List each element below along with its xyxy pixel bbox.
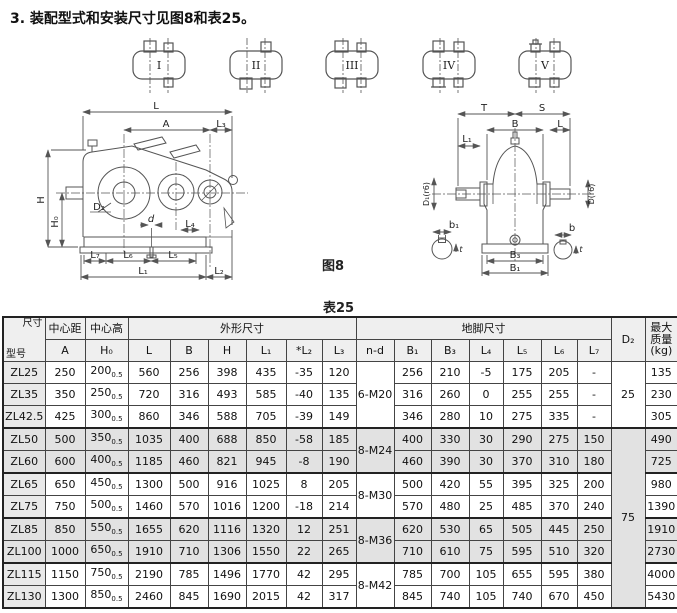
nd-group-cell: 8-M42	[355, 562, 395, 609]
assembly-type-2: II	[228, 38, 283, 93]
header-L5: L₅	[502, 339, 542, 362]
table-row: ZL115 1150 7500.5 2190 785 1496 1770 42 …	[2, 562, 677, 609]
header-D2: D₂	[610, 316, 646, 362]
header-B1: B₁	[393, 339, 432, 362]
dim-label-L5: L₅	[168, 250, 178, 261]
dimension-table: 尺寸 型号 中心距 中心高 外形尺寸 地脚尺寸 D₂ 最大 质量 (kg) A …	[2, 316, 677, 609]
header-nd: n-d	[355, 339, 395, 362]
corner-label-model: 型号	[6, 348, 26, 360]
table-row: ZL25 250 2000.5 560 256 398 435 -35 120 …	[2, 361, 677, 429]
dim-label-L3: L₃	[216, 119, 226, 130]
end-view-dimension-lines	[431, 111, 591, 276]
dim-label-H0: H₀	[50, 216, 61, 228]
table-row: ZL75 750 5000.5 1460 570 1016 1200 -18 2…	[2, 495, 677, 519]
header-L: L	[127, 339, 171, 362]
dim-label-D2: D₂	[93, 202, 105, 213]
dim-label-b1: b₁	[449, 220, 459, 231]
assembly-type-5-label: V	[540, 59, 550, 72]
dim-label-d: d	[148, 214, 155, 225]
assembly-type-2-label: II	[251, 59, 260, 72]
table-row: ZL85 850 5500.5 1655 620 1116 1320 12 25…	[2, 517, 677, 564]
gearbox-end-view-figure: T S B L L₁ D₁(r6) D(r6) b₁ t b t B₃ B₁	[420, 100, 660, 299]
dim-label-t-right: t	[579, 245, 583, 254]
table-caption: 表25	[322, 301, 355, 316]
assembly-type-3-label: III	[345, 59, 358, 72]
dim-label-B: B	[512, 119, 519, 130]
table-header-row-1: 尺寸 型号 中心距 中心高 外形尺寸 地脚尺寸 D₂ 最大 质量 (kg)	[2, 316, 677, 362]
dim-label-L1-end: L₁	[462, 134, 472, 145]
header-center-distance: 中心距	[44, 316, 86, 340]
header-L3: L₃	[321, 339, 357, 362]
assembly-type-1: I	[132, 38, 186, 93]
nd-group-cell: 8-M24	[355, 427, 395, 474]
header-center-height: 中心高	[84, 316, 129, 340]
assembly-type-1-label: I	[157, 59, 161, 72]
table-row: ZL65 650 4500.5 1300 500 916 1025 8 205 …	[2, 472, 677, 519]
assembly-type-diagrams: I II III	[128, 34, 576, 98]
side-view-housing	[56, 134, 248, 268]
dim-label-L6: L₆	[123, 250, 133, 261]
dim-label-L4: L₄	[185, 219, 195, 230]
assembly-type-3: III	[325, 38, 379, 93]
dim-label-B1: B₁	[510, 263, 521, 274]
dim-label-t-left: t	[459, 245, 463, 254]
dim-label-D1r6: D₁(r6)	[422, 182, 431, 206]
header-foot-dims: 地脚尺寸	[355, 316, 612, 340]
header-B: B	[169, 339, 209, 362]
header-outline-dims: 外形尺寸	[127, 316, 357, 340]
header-L6: L₆	[540, 339, 578, 362]
dim-label-H: H	[36, 196, 47, 204]
header-L1: L₁	[245, 339, 287, 362]
dim-label-L2: L₂	[214, 266, 224, 277]
assembly-type-5: V	[518, 38, 572, 93]
dim-label-L1: L₁	[138, 266, 148, 277]
header-L4: L₄	[468, 339, 504, 362]
dim-label-L7: L₇	[90, 250, 100, 261]
header-A: A	[44, 339, 86, 362]
gearbox-side-view-figure: L A L₃ H H₀ D₂ d L₄ L₇ L₆ L₅ L₁ L₂	[36, 100, 321, 299]
dim-label-b: b	[569, 223, 575, 234]
dim-label-L: L	[153, 101, 159, 112]
table-row: ZL35 350 2500.5 720 316 493 585 -40 135 …	[2, 383, 677, 406]
header-H: H	[207, 339, 247, 362]
end-view-housing	[431, 128, 592, 262]
corner-header: 尺寸 型号	[2, 316, 46, 362]
dim-label-Dr6: D(r6)	[587, 184, 596, 205]
corner-label-size: 尺寸	[22, 318, 43, 329]
nd-group-cell: 6-M20	[355, 361, 395, 429]
table-row: ZL60 600 4000.5 1185 460 821 945 -8 190 …	[2, 450, 677, 474]
side-view-dimension-lines	[45, 109, 233, 280]
end-view-dimension-labels: T S B L L₁ D₁(r6) D(r6) b₁ t b t B₃ B₁	[422, 103, 596, 274]
assembly-type-4-label: IV	[442, 59, 455, 72]
table-row: ZL50 500 3500.5 1035 400 688 850 -58 185…	[2, 427, 677, 609]
table-header-row-2: A H₀ L B H L₁ *L₂ L₃ n-d B₁ B₃ L₄ L₅ L₆ …	[3, 339, 677, 362]
dim-label-T: T	[480, 103, 488, 114]
side-view-dimension-labels: L A L₃ H H₀ D₂ d L₄ L₇ L₆ L₅ L₁ L₂	[36, 101, 226, 277]
header-L7: L₇	[576, 339, 612, 362]
figure-caption: 图8	[322, 259, 345, 274]
dim-label-A: A	[163, 119, 170, 130]
nd-group-cell: 8-M36	[355, 517, 395, 564]
assembly-type-4: IV	[421, 38, 476, 93]
d2-group-cell: 75	[610, 427, 646, 609]
table-row: ZL100 1000 6500.5 1910 710 1306 1550 22 …	[2, 540, 677, 564]
header-H0: H₀	[84, 339, 129, 362]
dim-label-S: S	[539, 103, 545, 114]
nd-group-cell: 8-M30	[355, 472, 395, 519]
d2-group-cell: 25	[610, 361, 646, 429]
header-B3: B₃	[430, 339, 470, 362]
dim-label-B3: B₃	[510, 250, 521, 261]
header-max-mass: 最大 质量 (kg)	[644, 316, 677, 362]
table-row: ZL130 1300 8500.5 2460 845 1690 2015 42 …	[2, 585, 677, 609]
table-row: ZL42.5 425 3000.5 860 346 588 705 -39 14…	[2, 405, 677, 429]
section-title: 3. 装配型式和安装尺寸见图8和表25。	[10, 11, 256, 27]
header-L2: *L₂	[285, 339, 323, 362]
dim-label-L-end: L	[557, 119, 563, 130]
